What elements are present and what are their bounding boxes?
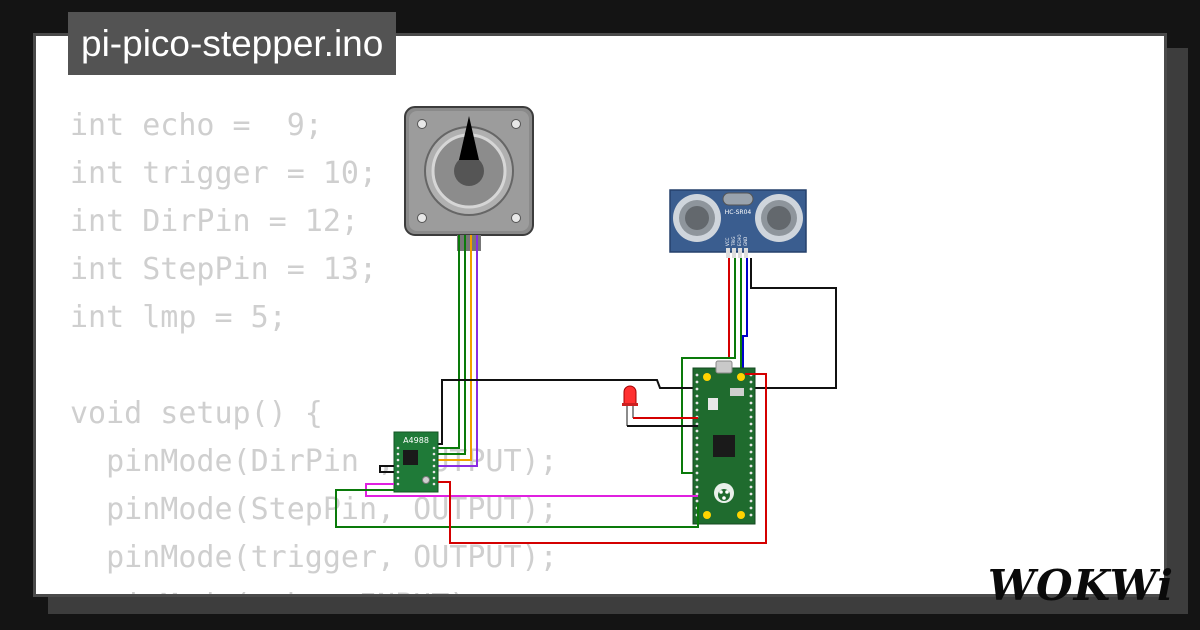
- wire-green: [438, 235, 460, 449]
- wire-black: [432, 258, 837, 445]
- code-line: pinMode(trigger, OUTPUT);: [70, 540, 558, 575]
- sensor-pin-label: GND: [743, 237, 748, 246]
- code-line: pinMode(echo, INPUT);: [70, 582, 558, 594]
- code-background: int echo = 9; int trigger = 10; int DirPin…: [70, 102, 558, 594]
- preview-card: int echo = 9; int trigger = 10; int DirPin…: [33, 33, 1167, 597]
- code-line: int trigger = 10;: [70, 156, 378, 191]
- led-red[interactable]: [622, 385, 638, 426]
- code-line: int echo = 9;: [70, 108, 323, 143]
- wire-orange: [438, 235, 472, 461]
- code-line: pinMode(StepPin, OUTPUT);: [70, 492, 558, 527]
- sensor-pin-label: ECHO: [737, 235, 742, 246]
- wire-red: [716, 258, 730, 359]
- wire-green: [681, 258, 736, 474]
- ultrasonic-sensor[interactable]: HC-SR04 VCC TRIG ECHO GND: [669, 189, 807, 258]
- wire-black: [379, 465, 394, 473]
- code-line: int DirPin = 12;: [70, 204, 359, 239]
- wokwi-logo: WOKWi: [987, 561, 1174, 610]
- wire-red: [438, 373, 767, 544]
- a4988-driver[interactable]: A4988: [393, 431, 439, 493]
- window-title: pi-pico-stepper.ino: [68, 12, 397, 75]
- wire-green: [335, 489, 699, 528]
- code-line: int lmp = 5;: [70, 300, 287, 335]
- driver-label: A4988: [403, 436, 429, 445]
- raspberry-pi-pico[interactable]: [692, 360, 756, 525]
- wire-purple: [438, 235, 478, 467]
- sensor-pin-label: VCC: [725, 237, 730, 246]
- code-line: void setup() {: [70, 396, 323, 431]
- sensor-label: HC-SR04: [725, 209, 752, 216]
- sensor-pin-label: TRIG: [731, 236, 736, 247]
- wire-green: [438, 235, 466, 455]
- code-line: int StepPin = 13;: [70, 252, 378, 287]
- stepper-motor[interactable]: [404, 106, 534, 251]
